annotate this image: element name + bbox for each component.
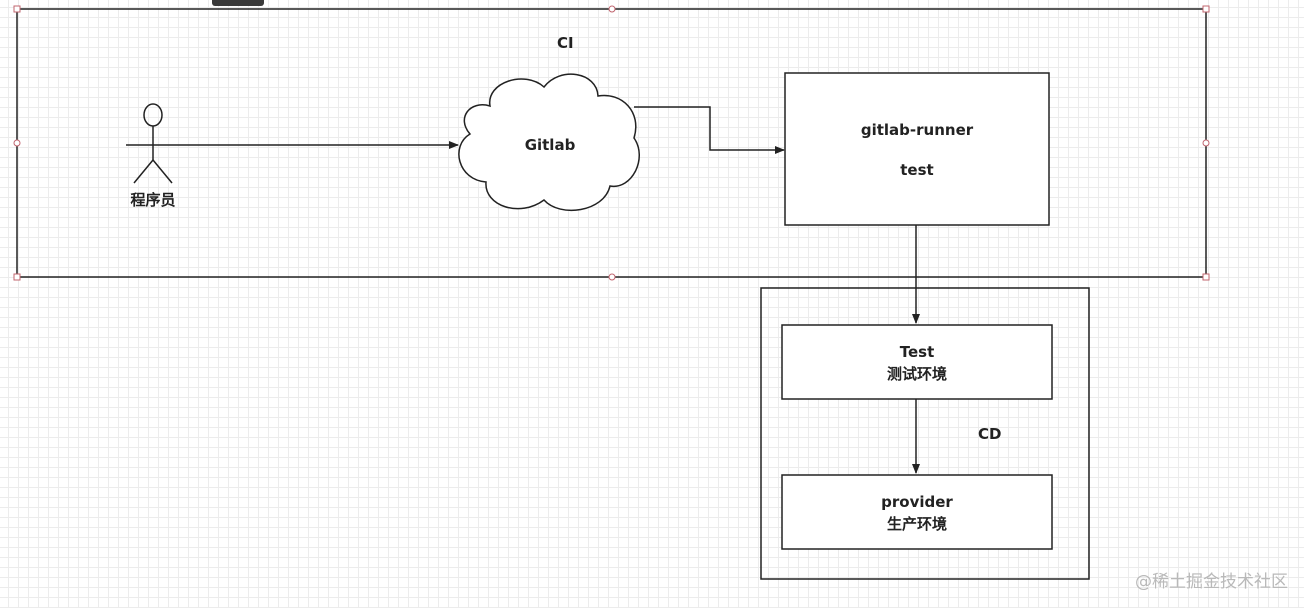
actor-head xyxy=(143,103,163,127)
cd-label: CD xyxy=(978,425,1002,443)
provider-label-line2: 生产环境 xyxy=(886,515,947,533)
gitlab-cloud-shape[interactable] xyxy=(458,73,640,212)
gitlab-runner-box[interactable] xyxy=(784,72,1050,226)
actor-label: 程序员 xyxy=(130,191,176,209)
runner-label-line1: gitlab-runner xyxy=(860,121,974,139)
handle-top-mid[interactable] xyxy=(608,5,616,13)
provider-label-line1: provider xyxy=(881,493,953,511)
actor-stick-figure[interactable] xyxy=(126,103,181,184)
tooltip-chip xyxy=(212,0,264,6)
actor-right-leg xyxy=(152,159,173,184)
handle-bottom-right[interactable] xyxy=(1202,273,1210,281)
runner-label-line2: test xyxy=(900,161,934,179)
actor-left-leg xyxy=(133,159,154,184)
cd-container[interactable] xyxy=(760,287,1090,580)
test-env-label-line1: Test xyxy=(899,343,935,361)
handle-left-mid[interactable] xyxy=(13,139,21,147)
provider-box[interactable] xyxy=(781,474,1053,550)
test-env-label-line2: 测试环境 xyxy=(886,365,947,383)
ci-label: CI xyxy=(557,34,574,52)
handle-bottom-mid[interactable] xyxy=(608,273,616,281)
arrow-gitlab-to-runner[interactable] xyxy=(634,106,785,154)
handle-bottom-left[interactable] xyxy=(13,273,21,281)
handle-top-right[interactable] xyxy=(1202,5,1210,13)
watermark: @稀土掘金技术社区 xyxy=(1135,572,1288,592)
gitlab-label: Gitlab xyxy=(524,136,576,154)
handle-right-mid[interactable] xyxy=(1202,139,1210,147)
handle-top-left[interactable] xyxy=(13,5,21,13)
test-env-box[interactable] xyxy=(781,324,1053,400)
selection-handles[interactable] xyxy=(13,5,1210,281)
